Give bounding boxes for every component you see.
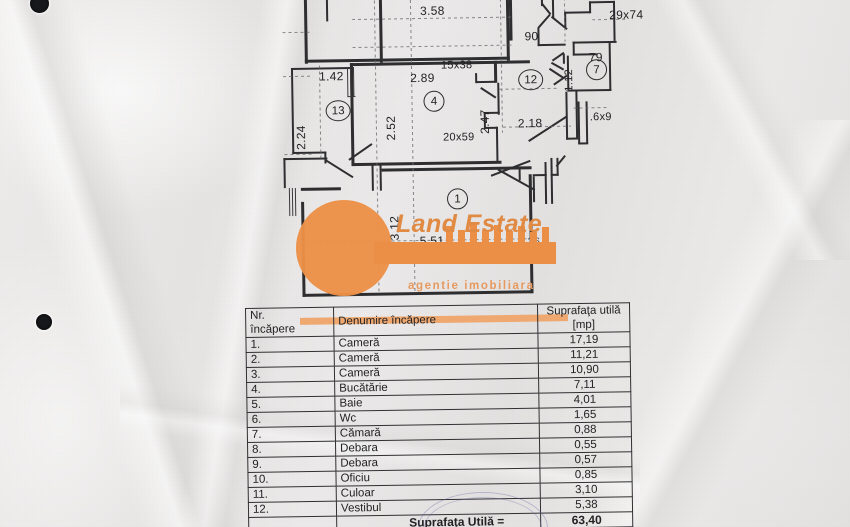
cell-nr: 2. bbox=[246, 351, 335, 368]
cell-area: 0,55 bbox=[539, 436, 632, 454]
cell-area: 17,19 bbox=[537, 331, 631, 349]
dimension-label: 2.89 bbox=[410, 70, 435, 86]
cell-nr: 7. bbox=[247, 426, 336, 443]
dimension-label: 3.12 bbox=[387, 215, 402, 241]
dimension-label: 1.12 bbox=[563, 68, 576, 92]
header-name: Denumire încăpere bbox=[333, 304, 538, 337]
cell-area: 0,85 bbox=[539, 466, 633, 484]
dimension-label: 2.47 bbox=[477, 109, 493, 135]
dimension-label: 29x74 bbox=[609, 7, 644, 22]
total-spacer bbox=[248, 516, 337, 527]
dimension-label: 15x38 bbox=[440, 59, 473, 72]
dimension-label: .6x9 bbox=[589, 110, 612, 124]
room-marker: 13 bbox=[325, 100, 351, 122]
room-marker-label: 4 bbox=[430, 95, 438, 108]
dimension-label: 2.24 bbox=[293, 125, 309, 150]
cell-nr: 6. bbox=[247, 411, 336, 428]
cell-nr: 5. bbox=[246, 396, 336, 413]
dimension-label: 2.52 bbox=[383, 115, 399, 141]
hole-punch-bottom bbox=[36, 314, 52, 330]
total-value: 63,40 bbox=[540, 511, 633, 527]
dimension-label: 5.26 bbox=[517, 236, 541, 249]
dimension-label: 3.58 bbox=[419, 3, 445, 18]
room-marker-label: 13 bbox=[331, 104, 345, 117]
cell-area: 10,90 bbox=[538, 361, 631, 379]
cell-area: 0,88 bbox=[539, 421, 632, 439]
cell-nr: 10. bbox=[247, 471, 337, 488]
rooms-area-table: Nr. încăpere Denumire încăpere Suprafaţa… bbox=[245, 302, 633, 527]
cell-area: 3,10 bbox=[540, 481, 633, 499]
cell-nr: 11. bbox=[248, 486, 337, 503]
cell-nr: 1. bbox=[245, 336, 335, 353]
cell-area: 1,65 bbox=[539, 406, 632, 424]
room-marker: 1 bbox=[446, 188, 469, 210]
header-area: Suprafaţa utilă [mp] bbox=[537, 302, 630, 334]
cell-area: 7,11 bbox=[538, 376, 631, 394]
cell-nr: 8. bbox=[247, 441, 336, 458]
room-marker-label: 12 bbox=[524, 73, 538, 86]
header-nr: Nr. încăpere bbox=[245, 307, 334, 338]
dimension-label: 5.51 bbox=[419, 233, 445, 249]
cell-area: 4,01 bbox=[538, 391, 632, 409]
room-marker-label: 1 bbox=[454, 192, 461, 205]
room-marker-label: 7 bbox=[593, 63, 600, 76]
dimension-label: 2.18 bbox=[517, 116, 543, 131]
dimension-label: 20x59 bbox=[442, 131, 475, 144]
dimension-label: 1.42 bbox=[318, 69, 344, 84]
hole-punch-top bbox=[30, 0, 49, 13]
cell-area: 0,57 bbox=[539, 451, 632, 469]
cell-area: 5,38 bbox=[540, 496, 633, 514]
cell-nr: 4. bbox=[246, 381, 335, 398]
cell-area: 11,21 bbox=[538, 346, 631, 364]
cell-nr: 3. bbox=[246, 366, 335, 383]
dimension-label: 90 bbox=[524, 29, 539, 44]
cell-nr: 12. bbox=[248, 501, 337, 518]
cell-nr: 9. bbox=[247, 456, 336, 473]
room-marker: 4 bbox=[423, 90, 445, 112]
room-marker: 7 bbox=[585, 59, 608, 81]
